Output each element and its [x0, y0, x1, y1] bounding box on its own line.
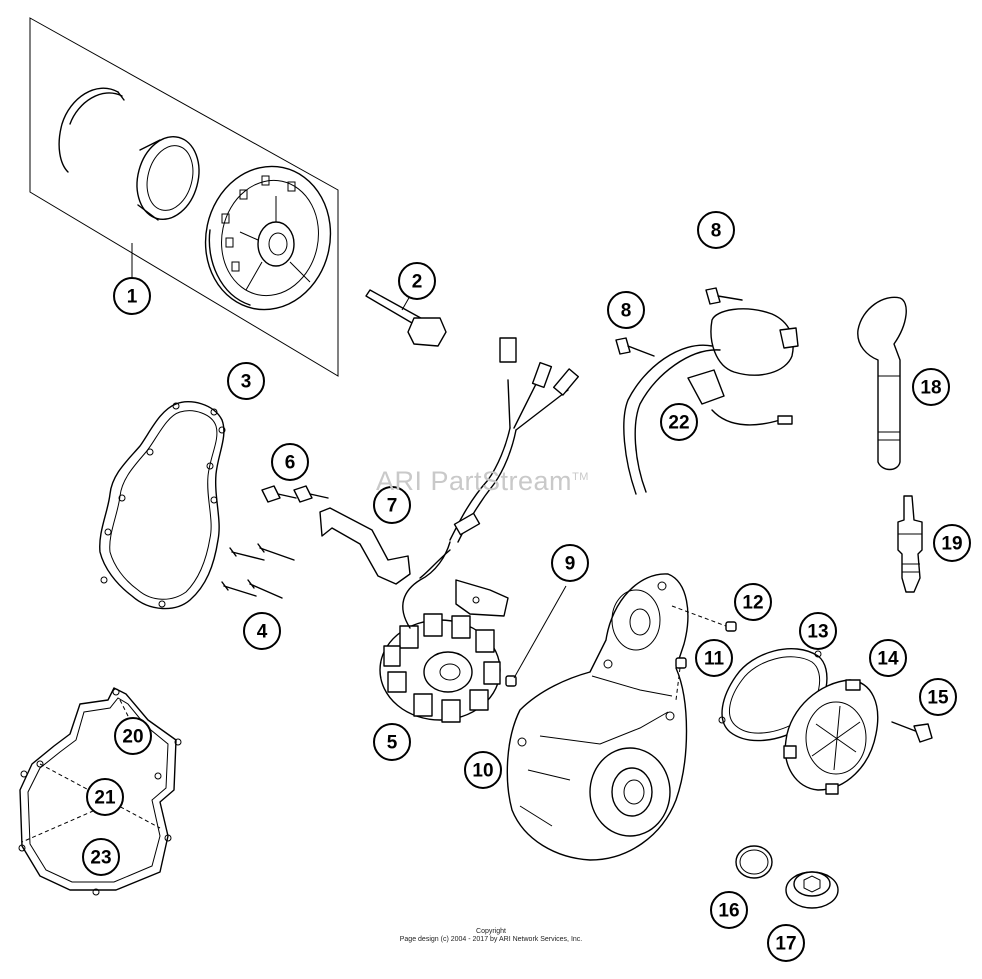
part-19-spark-plug[interactable]	[897, 495, 923, 593]
callout-15[interactable]: 15	[919, 678, 957, 716]
svg-text:19: 19	[941, 534, 962, 555]
part-2-bolt[interactable]	[365, 289, 447, 347]
svg-text:3: 3	[241, 372, 252, 393]
footer-page-design: Page design (c) 2004 - 2017 by ARI Netwo…	[399, 936, 583, 943]
callout-4[interactable]: 4	[243, 612, 281, 650]
part-10-ignition-cover[interactable]	[506, 573, 689, 861]
callout-21[interactable]: 21	[86, 778, 124, 816]
watermark-text: ARI PartStream	[376, 466, 573, 496]
part-15-bolt[interactable]	[891, 721, 933, 743]
part-8-bolts[interactable]	[615, 287, 743, 357]
part-9-dowel[interactable]	[505, 585, 567, 687]
svg-text:9: 9	[565, 554, 576, 575]
footer-copyright: Copyright	[476, 928, 506, 935]
svg-text:20: 20	[122, 727, 143, 748]
svg-text:13: 13	[807, 622, 828, 643]
part-3-gasket[interactable]	[99, 401, 226, 610]
callout-1[interactable]: 1	[113, 277, 151, 315]
part-4-screws[interactable]	[221, 543, 295, 599]
svg-text:22: 22	[668, 413, 689, 434]
callout-19[interactable]: 19	[933, 524, 971, 562]
svg-text:17: 17	[775, 934, 796, 955]
callout-8-upper[interactable]: 8	[697, 211, 735, 249]
part-11-plug[interactable]	[675, 657, 687, 701]
svg-text:11: 11	[704, 649, 725, 670]
svg-text:5: 5	[387, 733, 398, 754]
svg-text:10: 10	[472, 761, 493, 782]
part-7-bracket[interactable]	[319, 507, 411, 585]
wiring-harness[interactable]	[419, 337, 580, 617]
svg-text:18: 18	[920, 378, 941, 399]
svg-text:8: 8	[711, 221, 722, 242]
svg-text:12: 12	[742, 593, 763, 614]
part-6-bolts[interactable]	[261, 485, 329, 503]
svg-text:16: 16	[718, 901, 739, 922]
part-18-plug-cap[interactable]	[857, 296, 907, 471]
callout-13[interactable]: 13	[799, 612, 837, 650]
svg-text:14: 14	[877, 649, 899, 670]
svg-text:1: 1	[127, 287, 138, 308]
callout-18[interactable]: 18	[912, 368, 950, 406]
part-14-cover[interactable]	[783, 679, 879, 795]
callout-12[interactable]: 12	[734, 583, 772, 621]
footer: Copyright Page design (c) 2004 - 2017 by…	[0, 928, 982, 944]
part-5-stator[interactable]	[379, 541, 501, 723]
svg-text:4: 4	[257, 622, 268, 643]
svg-text:21: 21	[94, 788, 116, 809]
callout-8-lower[interactable]: 8	[607, 291, 645, 329]
watermark: ARI PartStreamTM	[376, 466, 589, 497]
part-16-o-ring[interactable]	[735, 845, 773, 879]
callout-6[interactable]: 6	[271, 443, 309, 481]
callout-22[interactable]: 22	[660, 403, 698, 441]
callout-2[interactable]: 2	[398, 262, 436, 300]
svg-text:8: 8	[621, 301, 632, 322]
svg-text:2: 2	[412, 272, 423, 293]
callout-9[interactable]: 9	[551, 544, 589, 582]
part-12-dowel[interactable]	[671, 605, 737, 632]
svg-text:6: 6	[285, 453, 296, 474]
part-17-screw-plug[interactable]	[785, 871, 839, 909]
callout-7[interactable]: 7	[373, 486, 411, 524]
watermark-trademark: TM	[572, 471, 589, 483]
callout-20[interactable]: 20	[114, 717, 152, 755]
callout-14[interactable]: 14	[869, 639, 907, 677]
callout-5[interactable]: 5	[373, 723, 411, 761]
part-1-flywheel-kit[interactable]	[29, 17, 344, 377]
callout-16[interactable]: 16	[710, 891, 748, 929]
svg-text:23: 23	[90, 848, 111, 869]
callout-23[interactable]: 23	[82, 838, 120, 876]
callout-10[interactable]: 10	[464, 751, 502, 789]
callout-3[interactable]: 3	[227, 362, 265, 400]
svg-text:15: 15	[927, 688, 949, 709]
svg-text:7: 7	[387, 496, 398, 517]
part-22-ignition-coil[interactable]	[623, 308, 799, 495]
callout-11[interactable]: 11	[695, 639, 733, 677]
callout-17[interactable]: 17	[767, 924, 805, 962]
